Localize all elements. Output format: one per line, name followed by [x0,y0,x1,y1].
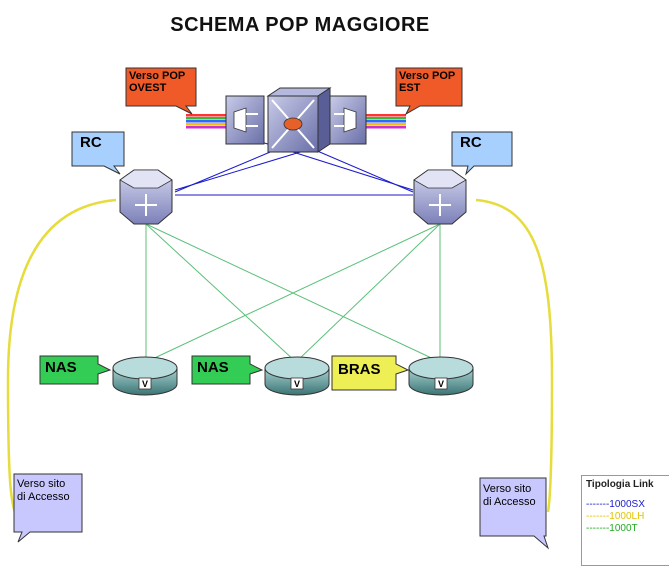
callout-rc-right: RC [460,134,482,151]
rc-router-left-icon [119,169,173,225]
link-rc-right-router-2 [295,223,441,363]
link-type-legend: Tipologia Link -------1000SX -------1000… [581,475,669,566]
callout-access-right-shape [479,477,550,550]
svg-text:V: V [294,379,300,389]
callout-nas-2: NAS [197,359,229,376]
links-1000lh [6,198,554,519]
callout-west-pop: Verso POP OVEST [129,70,186,94]
rc-router-right-icon [413,169,467,225]
svg-text:V: V [142,379,148,389]
optical-mux-west-icon [225,95,265,145]
callout-access-right: Verso sito di Accesso [483,483,536,508]
optical-mux-east-icon [329,95,367,145]
callout-west-pop-shape [125,67,197,115]
access-router-2-icon: V [264,356,330,396]
callout-east-pop: Verso POP EST [399,70,456,94]
legend-item-1000lh: -------1000LH [586,511,645,522]
legend-title: Tipologia Link [586,479,654,490]
callout-nas-1: NAS [45,359,77,376]
callout-east-pop-shape [395,67,463,116]
diagram-title: SCHEMA POP MAGGIORE [170,14,430,36]
access-router-1-icon: V [112,356,178,396]
legend-item-1000t: -------1000T [586,523,638,534]
callout-rc-left-shape [71,131,125,175]
fiber-bundle-east [362,114,406,129]
callout-bras-shape [331,355,410,391]
callout-rc-left: RC [80,134,102,151]
callout-rc-right-shape [451,131,513,176]
fiber-bundle-west [186,114,228,129]
link-rc-left-access [6,198,117,519]
access-router-3-icon: V [408,356,474,396]
svg-text:V: V [438,379,444,389]
callout-nas-1-shape [39,355,112,385]
callout-nas-2-shape [191,355,264,385]
core-switch-icon [266,87,332,153]
callout-access-left: Verso sito di Accesso [17,478,70,503]
links-1000t [145,223,441,363]
link-rc-right-access [475,198,554,513]
link-rc-right-router-1 [145,223,441,363]
callout-access-left-shape [13,473,83,543]
legend-item-1000sx: -------1000SX [586,499,645,510]
callout-bras: BRAS [338,361,381,378]
link-rc-left-router-2 [145,223,297,363]
